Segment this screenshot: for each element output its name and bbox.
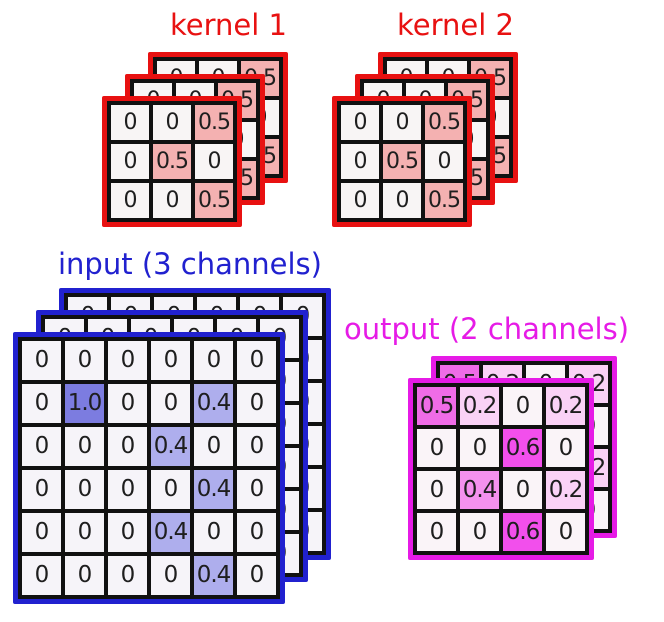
- matrix-cell: 0.4: [151, 427, 190, 466]
- matrix-cell: 0.5: [195, 105, 233, 140]
- matrix-cell: 0: [111, 144, 149, 179]
- matrix-cell: 0: [417, 513, 456, 551]
- matrix-cell: 0: [237, 427, 276, 466]
- matrix-cell: 0.2: [460, 387, 499, 425]
- kernel-2-stack: 000.500.50000.5000.500.50000.5000.500.50…: [332, 52, 518, 227]
- matrix-cell: 1.0: [65, 384, 104, 423]
- matrix-cell: 0: [151, 556, 190, 595]
- output-stack: 0.50.200.2000.6000.400.2000.600.50.200.2…: [408, 356, 617, 564]
- matrix-cell: 0: [383, 183, 421, 218]
- matrix-cell: 0.4: [151, 513, 190, 552]
- matrix-cell: 0: [194, 513, 233, 552]
- matrix-cell: 0: [417, 471, 456, 509]
- matrix-cell: 0.2: [546, 471, 585, 509]
- matrix-cell: 0: [383, 105, 421, 140]
- matrix-cell: 0: [65, 556, 104, 595]
- matrix-cell: 0.6: [503, 429, 542, 467]
- matrix-cell: 0.4: [194, 556, 233, 595]
- matrix-cell: 0: [108, 341, 147, 380]
- matrix-cell: 0: [151, 341, 190, 380]
- matrix-cell: 0.5: [417, 387, 456, 425]
- matrix-cell: 0.5: [425, 183, 463, 218]
- matrix-cell: 0: [546, 513, 585, 551]
- matrix-cell: 0: [194, 341, 233, 380]
- matrix-cell: 0: [22, 341, 61, 380]
- matrix-cell: 0: [65, 427, 104, 466]
- kernel-1-title: kernel 1: [170, 8, 287, 42]
- matrix-cell: 0: [417, 429, 456, 467]
- matrix-cell: 0: [65, 513, 104, 552]
- matrix-cell: 0: [425, 144, 463, 179]
- matrix-cell: 0.5: [425, 105, 463, 140]
- matrix-cell: 0: [108, 427, 147, 466]
- matrix-cell: 0: [108, 556, 147, 595]
- matrix-cell: 0: [237, 384, 276, 423]
- matrix-cell: 0: [503, 471, 542, 509]
- matrix-cell: 0: [237, 470, 276, 509]
- kernel-1-stack: 000.500.50000.5000.500.50000.5000.500.50…: [102, 52, 288, 227]
- matrix-cell: 0: [503, 387, 542, 425]
- matrix-cell: 0: [22, 427, 61, 466]
- input-title: input (3 channels): [58, 247, 322, 281]
- matrix-cell: 0: [22, 384, 61, 423]
- matrix-cell: 0: [195, 144, 233, 179]
- matrix-cell: 0: [65, 341, 104, 380]
- matrix-cell: 0: [22, 470, 61, 509]
- matrix-cell: 0: [151, 470, 190, 509]
- matrix-cell: 0: [237, 513, 276, 552]
- matrix-cell: 0: [546, 429, 585, 467]
- matrix-cell: 0: [194, 427, 233, 466]
- matrix-cell: 0: [108, 513, 147, 552]
- matrix-cell: 0: [108, 384, 147, 423]
- matrix-cell: 0.4: [194, 384, 233, 423]
- matrix-cell: 0: [237, 556, 276, 595]
- matrix-cell: 0: [153, 183, 191, 218]
- matrix-cell: 0: [65, 470, 104, 509]
- matrix-cell: 0: [341, 144, 379, 179]
- matrix-cell: 0: [151, 384, 190, 423]
- matrix-cell: 0.4: [460, 471, 499, 509]
- matrix-cell: 0.5: [195, 183, 233, 218]
- matrix-cell: 0.6: [503, 513, 542, 551]
- kernel-2-title: kernel 2: [397, 8, 514, 42]
- matrix-cell: 0.2: [546, 387, 585, 425]
- matrix-cell: 0: [108, 470, 147, 509]
- matrix-cell: 0: [22, 513, 61, 552]
- matrix-cell: 0: [111, 105, 149, 140]
- matrix-cell: 0: [22, 556, 61, 595]
- matrix-cell: 0: [237, 341, 276, 380]
- matrix-cell: 0.5: [153, 144, 191, 179]
- matrix-cell: 0: [111, 183, 149, 218]
- matrix-cell: 0: [460, 429, 499, 467]
- matrix-cell: 0: [460, 513, 499, 551]
- matrix-cell: 0: [341, 105, 379, 140]
- matrix-cell: 0: [341, 183, 379, 218]
- matrix-cell: 0.4: [194, 470, 233, 509]
- output-title: output (2 channels): [344, 312, 630, 346]
- matrix-cell: 0.5: [383, 144, 421, 179]
- matrix-cell: 0: [153, 105, 191, 140]
